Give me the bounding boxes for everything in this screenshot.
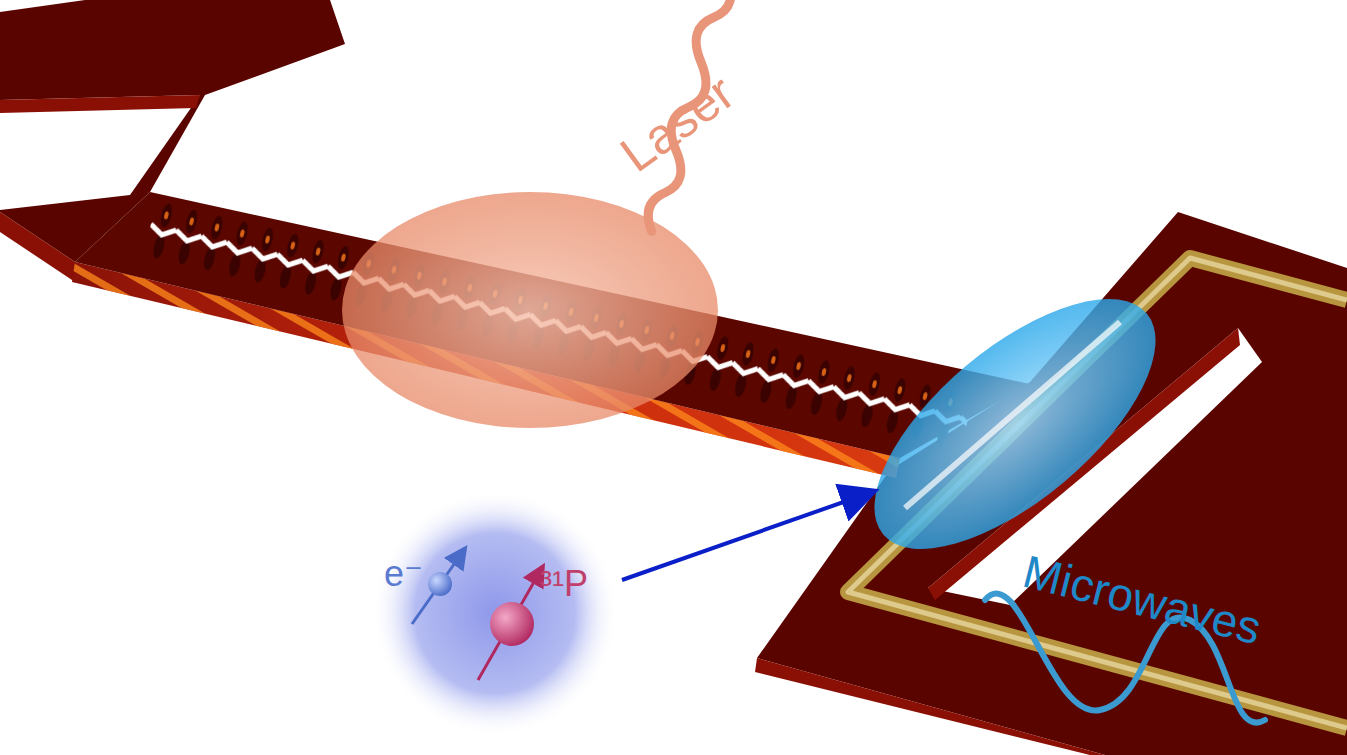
right-pad	[755, 212, 1347, 755]
spin-circle: e⁻ ³¹P	[372, 490, 618, 736]
spin-circle-shape	[372, 490, 618, 736]
microwave-spot	[834, 255, 1195, 593]
laser-wave	[609, 0, 770, 232]
spin-label: e⁻	[384, 556, 423, 592]
laser-spot	[342, 192, 718, 428]
leader-arrow	[622, 492, 872, 580]
spin-label: ³¹P	[540, 566, 588, 602]
nucleus-spin-arrow	[478, 568, 542, 680]
nucleus-ball	[490, 602, 534, 646]
nanobeam	[72, 192, 1030, 478]
electron-ball	[428, 572, 452, 596]
spin-glow	[372, 490, 618, 736]
